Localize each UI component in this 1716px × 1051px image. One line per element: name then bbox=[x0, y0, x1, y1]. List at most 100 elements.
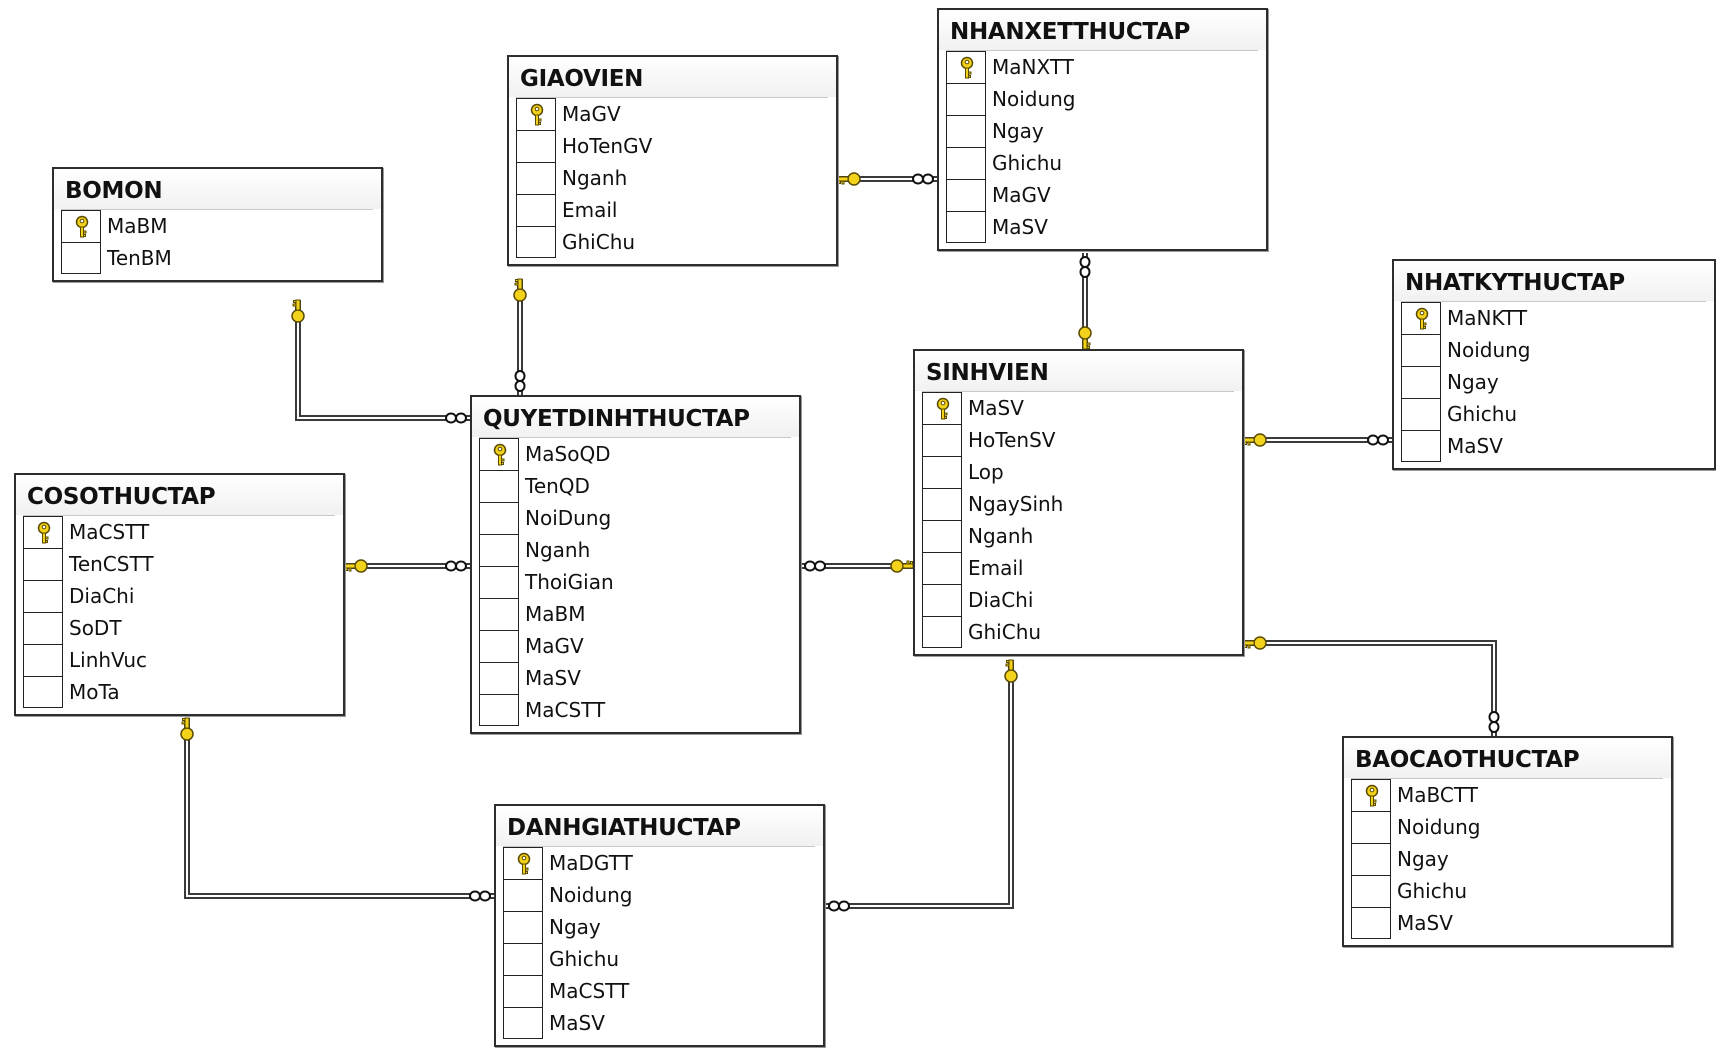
column-row[interactable]: MaSV bbox=[1351, 907, 1663, 939]
column-row[interactable]: Noidung bbox=[946, 83, 1258, 115]
column-row[interactable]: LinhVuc bbox=[23, 644, 335, 676]
column-row[interactable]: MaNKTT bbox=[1401, 302, 1706, 334]
row-selector-cell bbox=[503, 1007, 543, 1039]
column-name: MaBM bbox=[107, 214, 168, 238]
column-row[interactable]: Noidung bbox=[1401, 334, 1706, 366]
column-row[interactable]: HoTenSV bbox=[922, 424, 1234, 456]
relationship-bomon-quyetdinh[interactable] bbox=[291, 299, 470, 424]
column-row[interactable]: NgaySinh bbox=[922, 488, 1234, 520]
column-row[interactable]: SoDT bbox=[23, 612, 335, 644]
relationship-sinhvien-baocao[interactable] bbox=[1243, 636, 1500, 736]
column-name: GhiChu bbox=[562, 230, 636, 254]
relationship-sinhvien-nhatky[interactable] bbox=[1243, 433, 1392, 447]
column-row[interactable]: DiaChi bbox=[922, 584, 1234, 616]
column-row[interactable]: MaSV bbox=[503, 1007, 815, 1039]
relationship-many-end-infinity-icon bbox=[445, 560, 467, 572]
column-row[interactable]: MaBM bbox=[61, 210, 373, 242]
column-row[interactable]: Ngay bbox=[1401, 366, 1706, 398]
column-row[interactable]: MaGV bbox=[516, 98, 828, 130]
relationship-sinhvien-quyetdinh[interactable] bbox=[801, 559, 914, 573]
relationship-giaovien-quyetdinh[interactable] bbox=[513, 278, 527, 395]
table-title: SINHVIEN bbox=[915, 351, 1242, 391]
column-name: HoTenSV bbox=[968, 428, 1056, 452]
column-row[interactable]: MaCSTT bbox=[503, 975, 815, 1007]
column-name: Nganh bbox=[968, 524, 1034, 548]
primary-key-icon bbox=[1365, 784, 1379, 807]
column-row[interactable]: Noidung bbox=[503, 879, 815, 911]
column-row[interactable]: GhiChu bbox=[922, 616, 1234, 648]
column-row[interactable]: Ghichu bbox=[503, 943, 815, 975]
column-row[interactable]: NoiDung bbox=[479, 502, 791, 534]
column-row[interactable]: MaGV bbox=[946, 179, 1258, 211]
column-row[interactable]: GhiChu bbox=[516, 226, 828, 258]
column-row[interactable]: MaBM bbox=[479, 598, 791, 630]
primary-key-icon bbox=[37, 521, 51, 544]
column-row[interactable]: Ngay bbox=[503, 911, 815, 943]
column-row[interactable]: MaSV bbox=[479, 662, 791, 694]
relationship-many-end-infinity-icon bbox=[828, 900, 850, 912]
column-name: MaSV bbox=[1447, 434, 1503, 458]
column-row[interactable]: MoTa bbox=[23, 676, 335, 708]
column-row[interactable]: MaSV bbox=[922, 392, 1234, 424]
column-row[interactable]: MaNXTT bbox=[946, 51, 1258, 83]
column-name: Ghichu bbox=[992, 151, 1063, 175]
column-row[interactable]: Ghichu bbox=[946, 147, 1258, 179]
relationship-many-end-infinity-icon bbox=[445, 412, 467, 424]
column-row[interactable]: Nganh bbox=[516, 162, 828, 194]
primary-key-cell bbox=[503, 847, 543, 879]
column-row[interactable]: ThoiGian bbox=[479, 566, 791, 598]
column-row[interactable]: TenBM bbox=[61, 242, 373, 274]
table-title: COSOTHUCTAP bbox=[16, 475, 343, 515]
row-selector-cell bbox=[23, 580, 63, 612]
column-row[interactable]: DiaChi bbox=[23, 580, 335, 612]
column-row[interactable]: Ngay bbox=[1351, 843, 1663, 875]
column-row[interactable]: TenCSTT bbox=[23, 548, 335, 580]
column-name: Noidung bbox=[549, 883, 633, 907]
column-row[interactable]: MaSV bbox=[1401, 430, 1706, 462]
column-row[interactable]: MaDGTT bbox=[503, 847, 815, 879]
column-row[interactable]: TenQD bbox=[479, 470, 791, 502]
relationship-sinhvien-nhanxet[interactable] bbox=[1078, 253, 1092, 350]
column-row[interactable]: MaSoQD bbox=[479, 438, 791, 470]
row-selector-cell bbox=[1401, 430, 1441, 462]
column-row[interactable]: Ghichu bbox=[1351, 875, 1663, 907]
relationship-cosothuctap-danhgia[interactable] bbox=[180, 717, 494, 902]
column-row[interactable]: Noidung bbox=[1351, 811, 1663, 843]
column-row[interactable]: MaCSTT bbox=[23, 516, 335, 548]
column-row[interactable]: Nganh bbox=[922, 520, 1234, 552]
relationship-sinhvien-danhgia[interactable] bbox=[825, 659, 1018, 912]
column-row[interactable]: Ghichu bbox=[1401, 398, 1706, 430]
column-row[interactable]: MaGV bbox=[479, 630, 791, 662]
column-row[interactable]: MaCSTT bbox=[479, 694, 791, 726]
column-row[interactable]: Nganh bbox=[479, 534, 791, 566]
row-selector-cell bbox=[922, 552, 962, 584]
column-row[interactable]: Lop bbox=[922, 456, 1234, 488]
table-title: BAOCAOTHUCTAP bbox=[1344, 738, 1671, 778]
column-row[interactable]: MaBCTT bbox=[1351, 779, 1663, 811]
column-row[interactable]: Email bbox=[516, 194, 828, 226]
relationship-cosothuctap-quyetdinh[interactable] bbox=[344, 559, 470, 573]
relationship-giaovien-nhanxet[interactable] bbox=[837, 172, 937, 186]
column-row[interactable]: Email bbox=[922, 552, 1234, 584]
column-name: Nganh bbox=[525, 538, 591, 562]
column-name: LinhVuc bbox=[69, 648, 148, 672]
column-row[interactable]: HoTenGV bbox=[516, 130, 828, 162]
row-selector-cell bbox=[479, 694, 519, 726]
column-row[interactable]: MaSV bbox=[946, 211, 1258, 243]
column-row[interactable]: Ngay bbox=[946, 115, 1258, 147]
row-selector-cell bbox=[1401, 334, 1441, 366]
primary-key-cell bbox=[61, 210, 101, 242]
relationship-many-end-infinity-icon bbox=[1367, 434, 1389, 446]
relationship-one-end-key-icon bbox=[344, 559, 368, 573]
